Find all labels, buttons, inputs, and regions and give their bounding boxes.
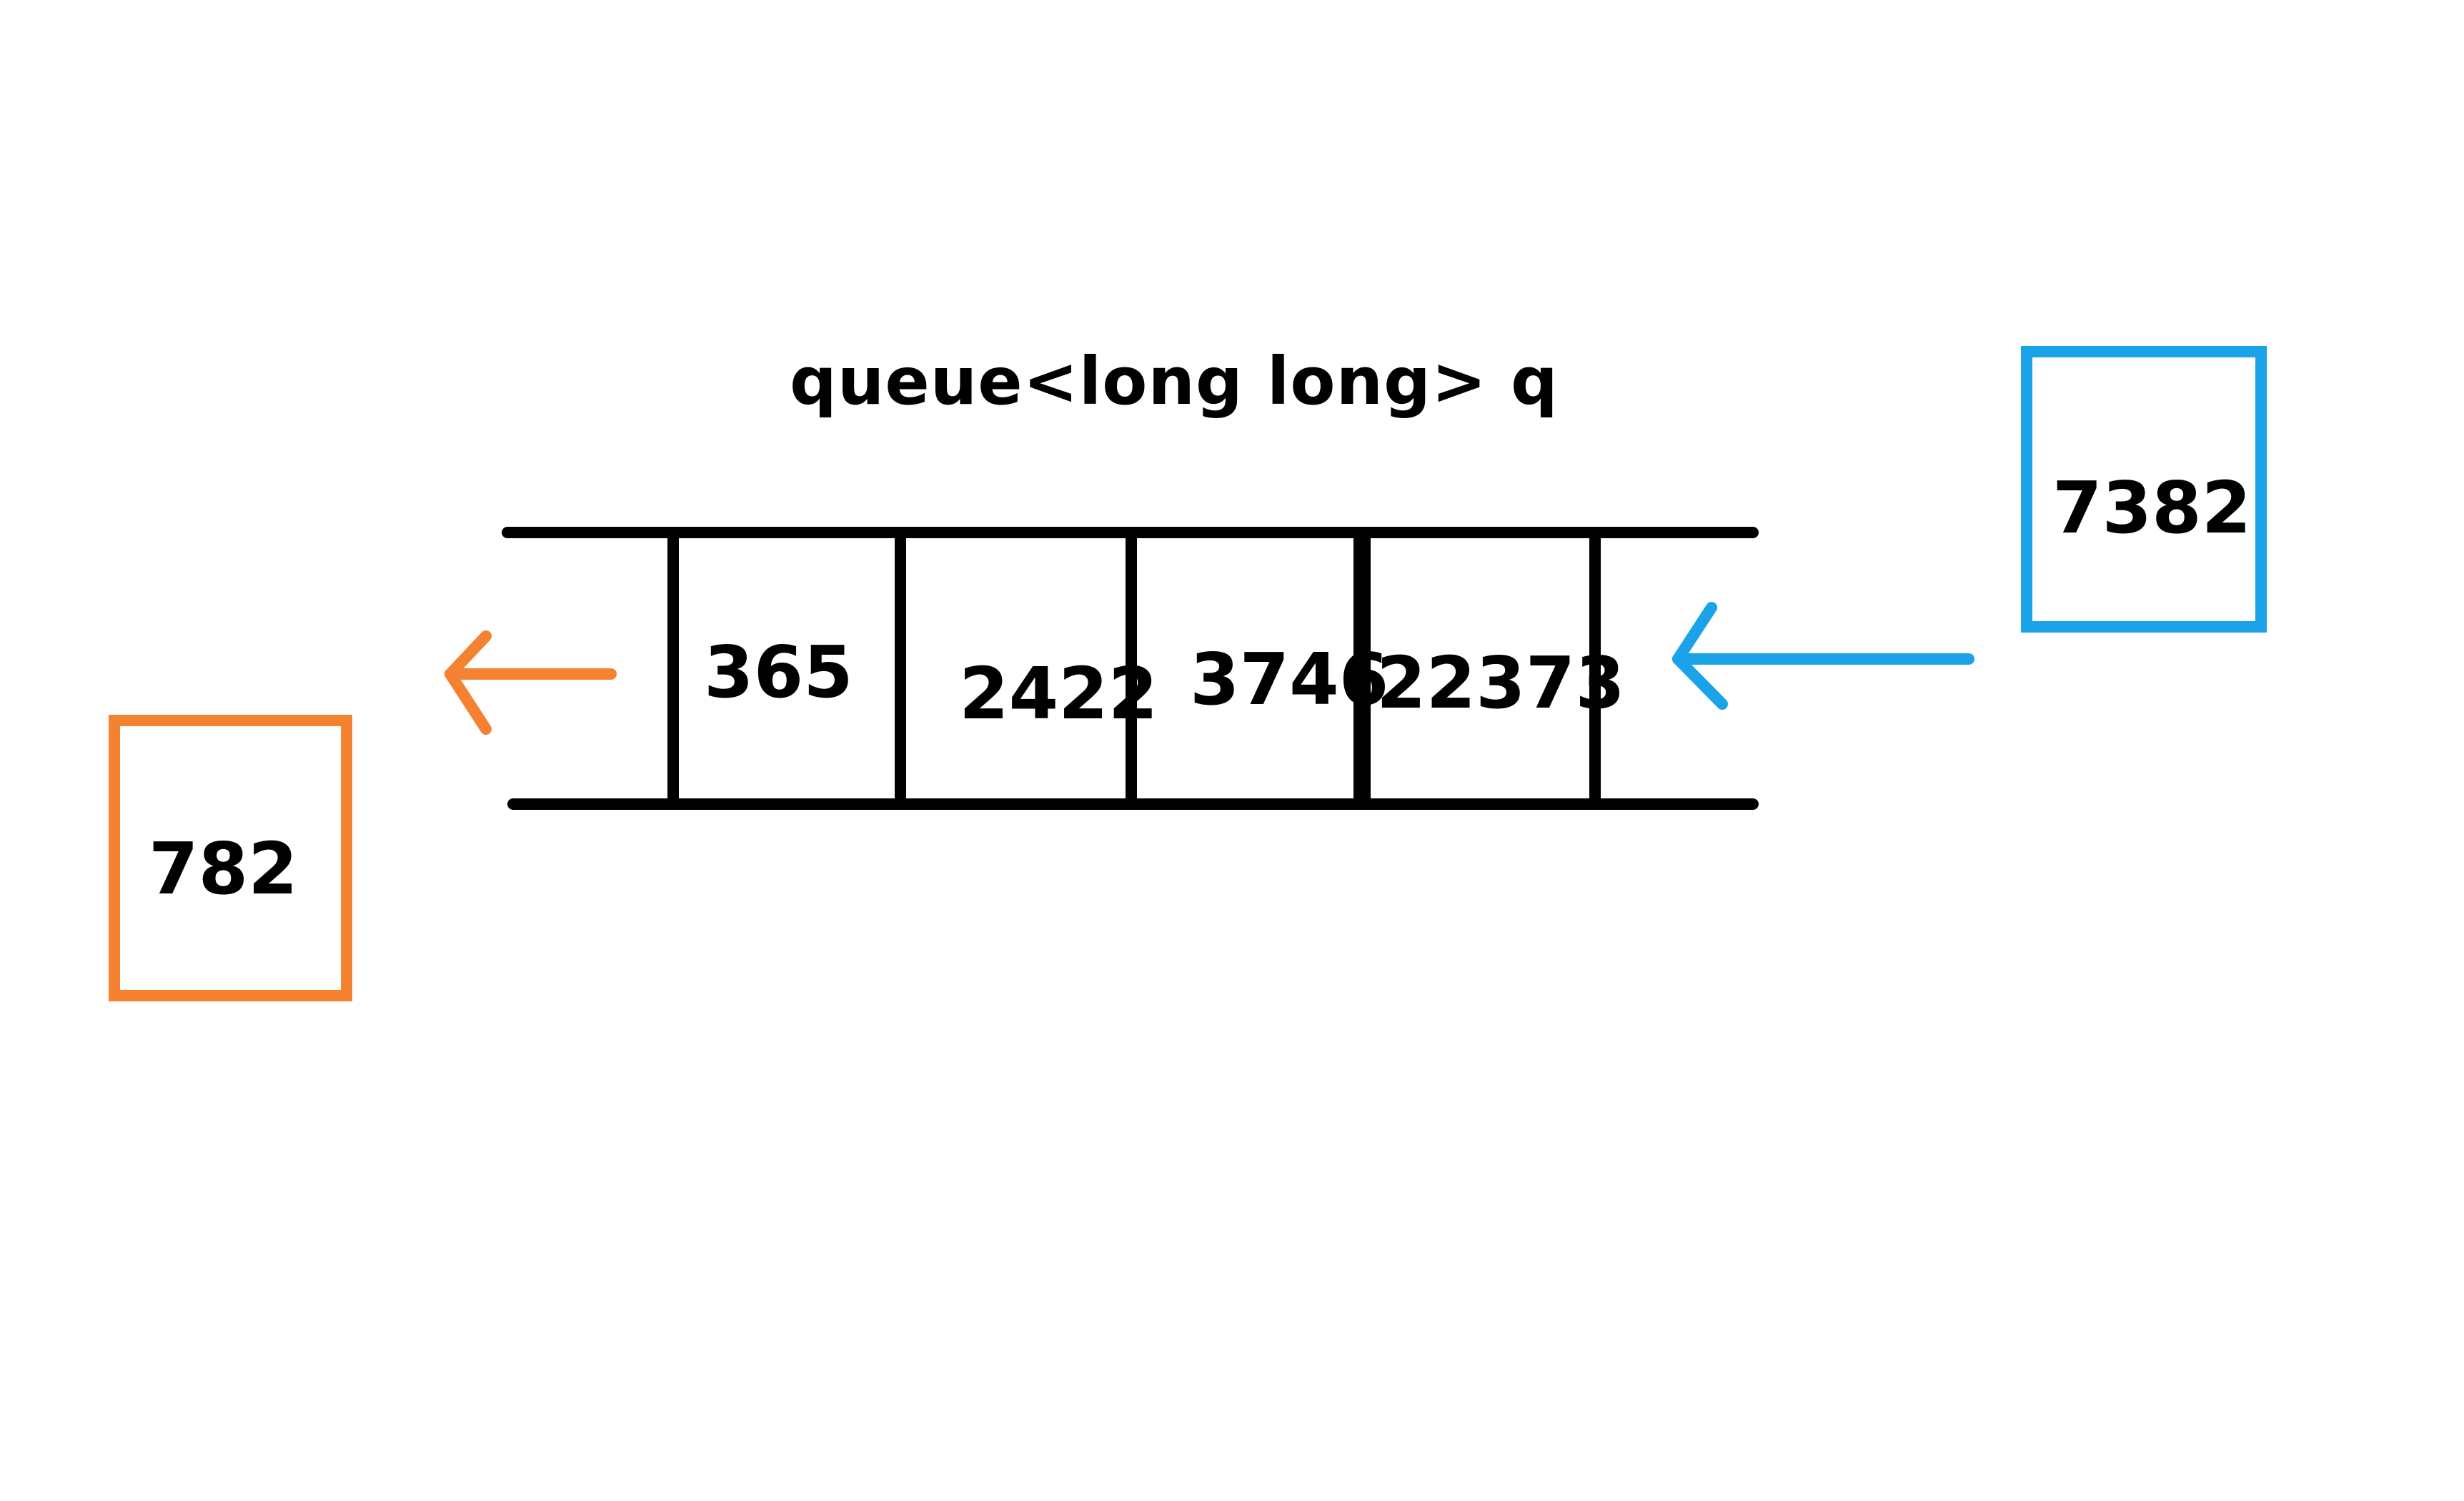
queue-cell-value: 22373 (1376, 641, 1625, 725)
queue-cell-value: 2422 (959, 652, 1158, 735)
enqueue-arrow (1672, 602, 1974, 710)
dequeue-arrow (444, 630, 617, 735)
dequeued-element-box (109, 715, 352, 1001)
enqueued-element-box (2021, 346, 2267, 633)
enqueued-element-value: 7382 (2052, 466, 2251, 550)
queue-cell-value: 3746 (1190, 638, 1389, 721)
queue-title: queue<long long> q (790, 343, 1559, 420)
dequeued-element-value: 782 (149, 827, 298, 911)
queue-cell-value: 365 (704, 630, 853, 714)
